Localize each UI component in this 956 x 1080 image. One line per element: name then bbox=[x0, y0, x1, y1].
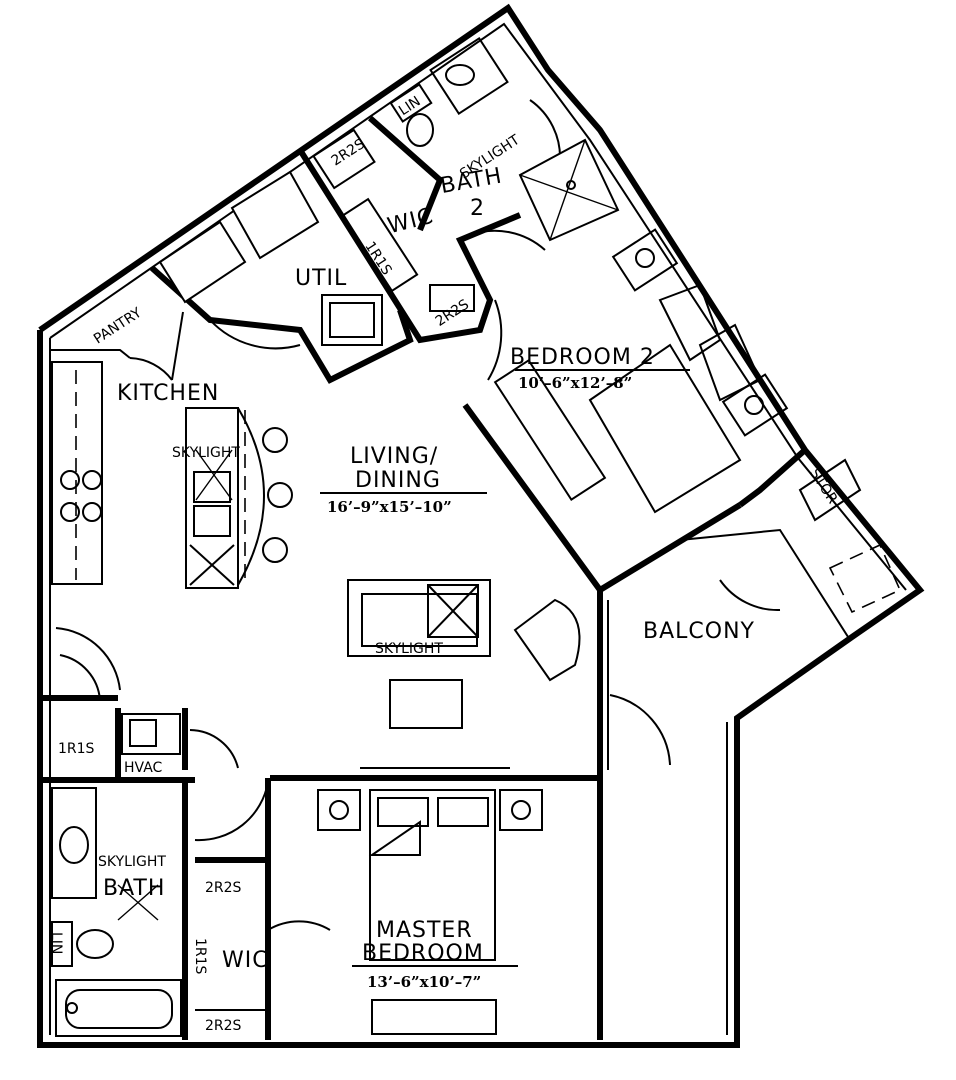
label-dining: DINING bbox=[355, 468, 441, 493]
label-master-bedroom: BEDROOM bbox=[362, 941, 484, 966]
bath2-fixtures bbox=[389, 37, 620, 242]
kitchen-counter bbox=[51, 361, 103, 585]
label-wic-2: WIC bbox=[385, 204, 436, 240]
left-wing-fixtures bbox=[51, 713, 182, 1037]
label-bath-1: BATH bbox=[103, 876, 165, 901]
kitchen-island bbox=[185, 407, 293, 589]
living-furniture bbox=[347, 579, 581, 769]
exterior-walls bbox=[37, 3, 925, 1048]
label-hvac: HVAC bbox=[124, 760, 163, 776]
label-master-dimensions: 13’–6”x10’–7” bbox=[367, 973, 481, 991]
label-pantry: PANTRY bbox=[91, 305, 145, 348]
label-balcony: BALCONY bbox=[643, 619, 755, 644]
util-appliances bbox=[158, 128, 475, 346]
label-skylight-bath-1: SKYLIGHT bbox=[98, 854, 166, 870]
label-bedroom-2: BEDROOM 2 bbox=[510, 345, 655, 370]
label-2r2s-wic-1-bottom: 2R2S bbox=[205, 1018, 242, 1034]
label-skylight-kitchen: SKYLIGHT bbox=[172, 445, 240, 461]
bedroom2-furniture bbox=[493, 228, 789, 514]
label-bath-2-number: 2 bbox=[470, 196, 485, 221]
label-2r2s-wic-2: 2R2S bbox=[433, 297, 472, 330]
label-skylight-living: SKYLIGHT bbox=[375, 641, 443, 657]
label-1r1s-left: 1R1S bbox=[58, 741, 95, 757]
label-2r2s-wic-1-top: 2R2S bbox=[205, 880, 242, 896]
label-lin-bottom: LIN bbox=[48, 932, 64, 954]
label-kitchen: KITCHEN bbox=[117, 381, 219, 406]
balcony-furniture bbox=[798, 458, 902, 614]
master-furniture bbox=[317, 789, 543, 1035]
label-util: UTIL bbox=[295, 266, 347, 291]
interior-walls bbox=[40, 115, 851, 1040]
label-living-dimensions: 16’–9”x15’–10” bbox=[327, 498, 452, 516]
label-living: LIVING/ bbox=[350, 444, 438, 469]
label-wic-1: WIC bbox=[222, 948, 269, 973]
label-bedroom-2-dimensions: 10’–6”x12’–8” bbox=[518, 374, 632, 392]
label-1r1s-wic-1: 1R1S bbox=[192, 938, 208, 975]
label-master: MASTER bbox=[376, 918, 473, 943]
